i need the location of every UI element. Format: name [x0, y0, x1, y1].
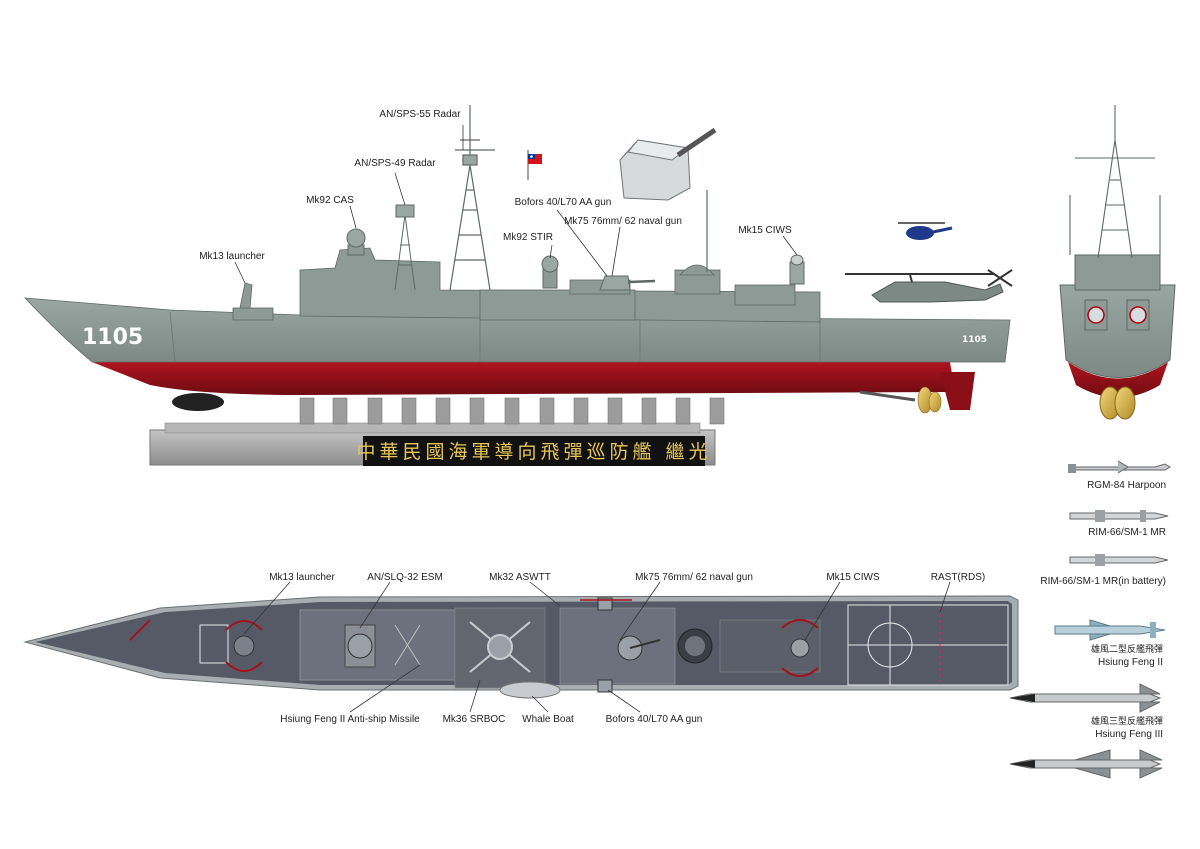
lower-hull — [92, 362, 955, 395]
gun-turret-callout — [619, 127, 717, 201]
superstructure — [299, 247, 821, 323]
label-mk15-side: Mk15 CIWS — [738, 225, 792, 236]
label-bofors-side: Bofors 40/L70 AA gun — [515, 197, 612, 208]
label-mk75-top: Mk75 76mm/ 62 naval gun — [635, 572, 753, 583]
propeller — [917, 386, 942, 414]
mk13-launcher — [232, 282, 274, 321]
label-mk13-top: Mk13 launcher — [269, 572, 335, 583]
label-mk32: Mk32 ASWTT — [489, 572, 551, 583]
side-leaders — [234, 125, 798, 284]
name-plate — [363, 436, 705, 466]
missile-hf3-top — [1009, 749, 1163, 779]
label-sm1-battery: RIM-66/SM-1 MR(in battery) — [1040, 576, 1166, 587]
label-rast: RAST(RDS) — [931, 572, 985, 583]
mk92-stir — [541, 255, 559, 289]
label-mk92stir: Mk92 STIR — [503, 232, 553, 243]
sonar-dome — [172, 393, 224, 411]
label-mk92cas: Mk92 CAS — [306, 195, 354, 206]
main-mast — [449, 105, 495, 291]
missile-hf3 — [1009, 683, 1162, 713]
label-mk36: Mk36 SRBOC — [443, 714, 506, 725]
mk92-cas — [346, 228, 366, 256]
banner-text: 中華民國海軍導向飛彈巡防艦 繼光 — [356, 441, 711, 463]
missile-hf2 — [1054, 619, 1166, 641]
label-sps55: AN/SPS-55 Radar — [379, 109, 461, 120]
display-stand: 中華民國海軍導向飛彈巡防艦 繼光 — [149, 397, 725, 466]
label-mk13-side: Mk13 launcher — [199, 251, 265, 262]
seahawk-helicopter — [845, 269, 1013, 303]
small-helicopter — [898, 222, 953, 240]
label-sps49: AN/SPS-49 Radar — [354, 158, 436, 169]
label-mk75-side: Mk75 76mm/ 62 naval gun — [564, 216, 682, 227]
missile-harpoon — [1068, 460, 1171, 474]
sps49-tower — [394, 204, 416, 291]
label-hf3: Hsiung Feng III — [1095, 729, 1163, 740]
missile-sm1-battery — [1069, 554, 1169, 566]
roc-flag — [527, 150, 542, 180]
label-harpoon: RGM-84 Harpoon — [1087, 480, 1166, 491]
rudder — [940, 372, 975, 410]
label-hf3-cn: 雄風三型反艦飛彈 — [1091, 715, 1163, 727]
side-view: 中華民國海軍導向飛彈巡防艦 繼光 1105 1105 — [23, 105, 1013, 466]
mk15-ciws-side — [789, 254, 805, 285]
missile-sm1 — [1069, 510, 1169, 522]
label-sm1: RIM-66/SM-1 MR — [1088, 527, 1166, 538]
label-hf2-top: Hsiung Feng II Anti-ship Missile — [280, 714, 420, 725]
hull-number: 1105 — [82, 325, 143, 350]
front-view — [1059, 105, 1176, 420]
label-bofors-top: Bofors 40/L70 AA gun — [606, 714, 703, 725]
label-mk15-top: Mk15 CIWS — [826, 572, 880, 583]
label-hf2: Hsiung Feng II — [1098, 657, 1163, 668]
label-slq32: AN/SLQ-32 ESM — [367, 572, 443, 583]
label-hf2-cn: 雄風二型反艦飛彈 — [1091, 643, 1163, 655]
hull-number-small: 1105 — [962, 335, 987, 345]
mk75-gun-side — [599, 275, 656, 291]
label-whale-boat: Whale Boat — [522, 714, 574, 725]
top-view — [23, 581, 1019, 713]
